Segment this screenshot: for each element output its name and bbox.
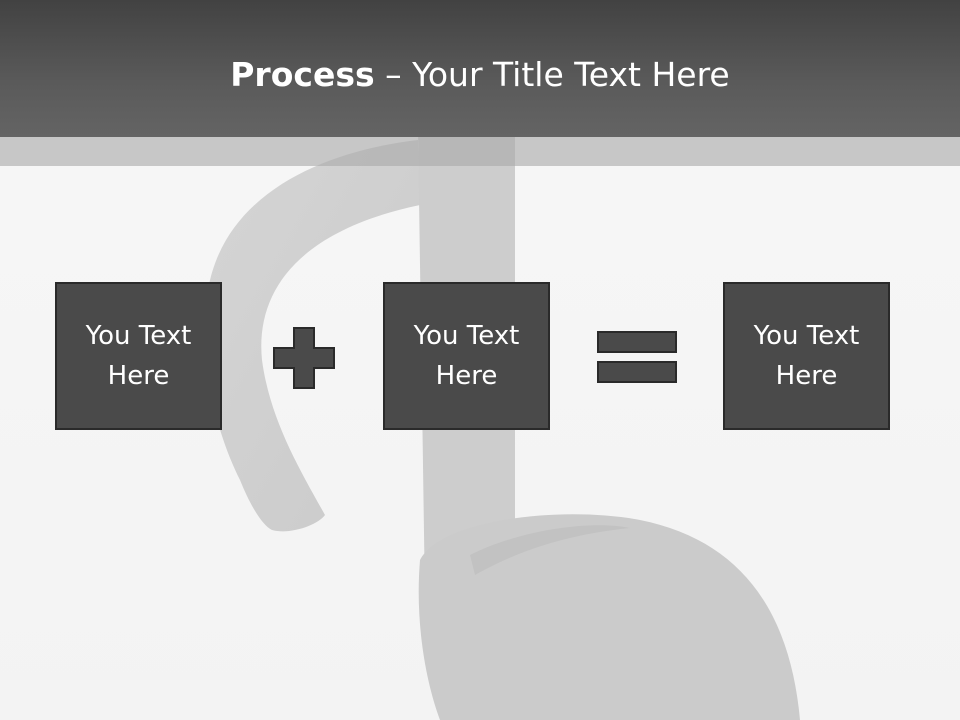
slide-title: Process – Your Title Text Here [0, 52, 960, 98]
plus-icon [273, 327, 335, 389]
title-bold: Process [230, 55, 375, 94]
process-box-1: You Text Here [55, 282, 222, 430]
equals-icon [597, 331, 677, 383]
box-2-line-1: You Text [413, 321, 520, 351]
box-2-line-2: Here [435, 361, 498, 391]
box-3-line-1: You Text [753, 321, 860, 351]
process-box-2: You Text Here [383, 282, 550, 430]
process-box-3: You Text Here [723, 282, 890, 430]
process-box-1-text: You Text Here [69, 316, 209, 396]
title-rest: – Your Title Text Here [374, 55, 730, 94]
title-stripe [0, 137, 960, 166]
title-bar [0, 0, 960, 137]
box-3-line-2: Here [775, 361, 838, 391]
box-1-line-2: Here [107, 361, 170, 391]
process-box-2-text: You Text Here [397, 316, 537, 396]
process-box-3-text: You Text Here [737, 316, 877, 396]
box-1-line-1: You Text [85, 321, 192, 351]
